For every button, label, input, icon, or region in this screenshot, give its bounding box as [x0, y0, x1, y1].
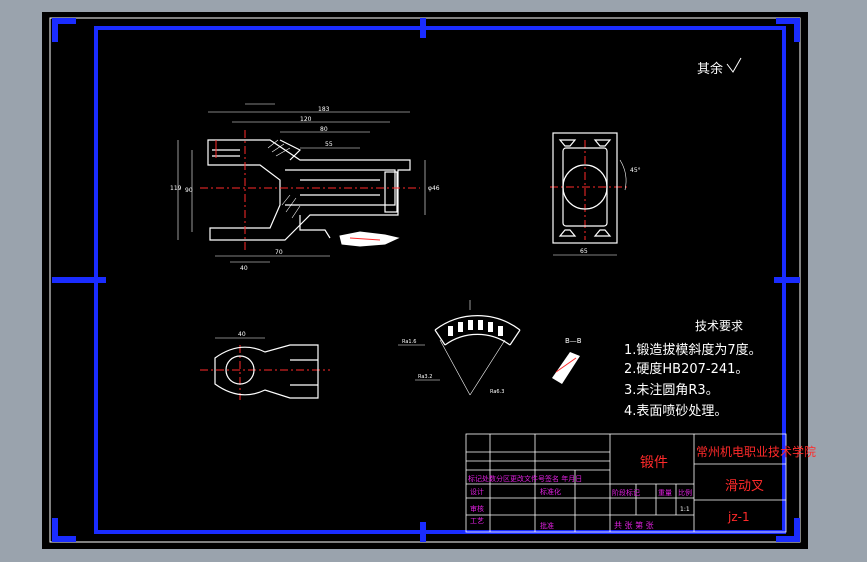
outer-frame	[49, 17, 801, 543]
dim-119: 119	[170, 185, 182, 192]
side-view	[552, 132, 627, 256]
approve-label: 批准	[540, 521, 554, 530]
stage-label: 阶段标记	[612, 488, 640, 497]
inner-border	[94, 26, 786, 534]
dim-55: 55	[325, 141, 333, 148]
review-label: 审核	[470, 504, 484, 513]
dimension-lines	[177, 103, 426, 263]
tech-req-3: 3.未注圆角R3。	[624, 383, 719, 398]
tech-req-1: 1.锻造拔模斜度为7度。	[624, 342, 762, 358]
dim-phi46: φ46	[428, 185, 440, 192]
dim-70: 70	[275, 249, 283, 256]
hatching	[267, 139, 301, 219]
dim-45deg: 45°	[630, 167, 641, 174]
detail-view	[214, 337, 319, 399]
ra-2: Ra3.2	[418, 374, 432, 380]
scale-value: 1:1	[680, 506, 690, 513]
scale-label: 比例	[678, 488, 692, 497]
front-view	[207, 139, 411, 241]
corner-marks	[52, 18, 800, 542]
revision-header: 标记处数分区更改文件号签名 年月日	[468, 474, 582, 483]
tech-req-4: 4.表面喷砂处理。	[624, 404, 727, 419]
weight-label: 重量	[658, 489, 672, 497]
bb-centerline	[555, 357, 577, 373]
roughness-note: 其余	[697, 61, 723, 77]
dim-183: 183	[318, 106, 330, 113]
arc-view	[398, 300, 521, 396]
arc-teeth	[448, 320, 503, 336]
ra-1: Ra1.6	[402, 339, 416, 345]
section-label: B—B	[565, 337, 582, 345]
roughness-symbol	[726, 57, 742, 73]
material: 锻件	[640, 455, 668, 471]
drawing-sheet	[42, 12, 808, 549]
dim-40: 40	[240, 265, 248, 272]
school-name: 常州机电职业技术学院	[696, 444, 816, 459]
title-block	[465, 433, 787, 533]
standard-label: 标准化	[540, 487, 561, 496]
section-centerline	[349, 237, 381, 241]
sheets-label: 共 张 第 张	[614, 520, 654, 530]
tech-req-2: 2.硬度HB207-241。	[624, 361, 748, 377]
dim-90: 90	[185, 187, 193, 194]
bb-section	[552, 352, 580, 384]
part-name: 滑动叉	[725, 479, 764, 494]
design-label: 设计	[470, 487, 484, 496]
drawing-no: jz-1	[727, 510, 750, 524]
dim-120: 120	[300, 116, 312, 123]
center-marks	[52, 18, 800, 542]
dim-40-detail: 40	[238, 331, 246, 338]
process-label: 工艺	[470, 517, 484, 525]
ra-3: Ra6.3	[490, 389, 504, 395]
dim-65: 65	[580, 248, 588, 255]
tech-req-title: 技术要求	[695, 319, 743, 333]
dim-80: 80	[320, 126, 328, 133]
